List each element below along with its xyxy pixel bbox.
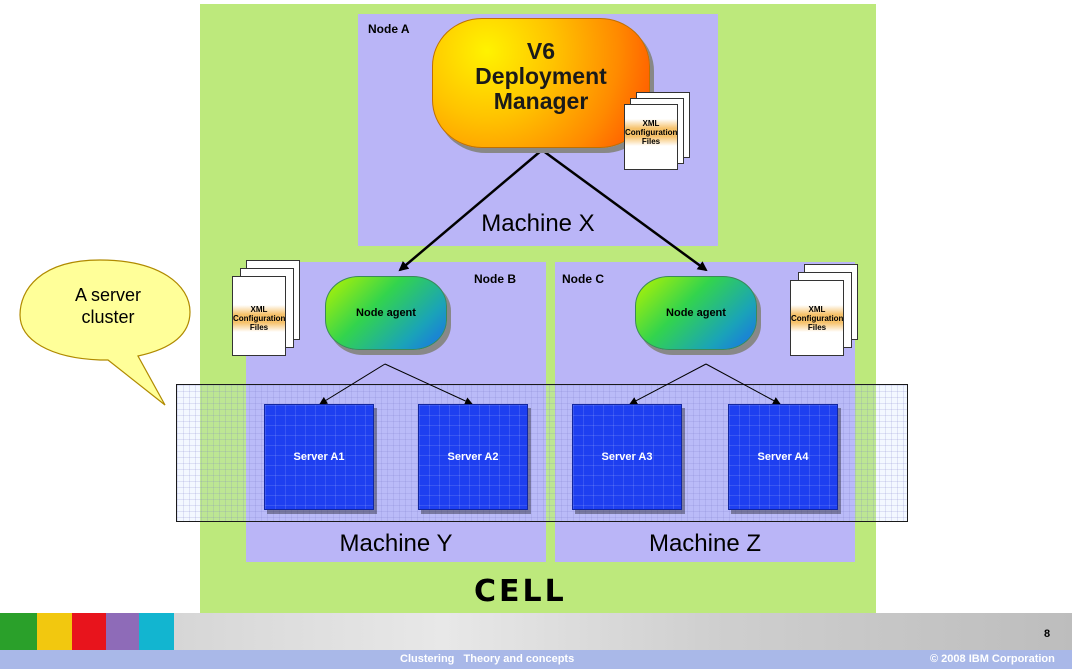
footer-square-purple xyxy=(106,613,139,650)
footer-square-yellow xyxy=(37,613,72,650)
server-a4: Server A4 xyxy=(728,404,838,510)
config-files-label: XML Configuration Files xyxy=(791,305,844,332)
node-c-label: Node C xyxy=(562,272,604,286)
footer-square-red xyxy=(72,613,106,650)
server-a4-label: Server A4 xyxy=(757,451,809,463)
deployment-manager: V6 Deployment Manager xyxy=(432,18,650,148)
doc-sheet: XML Configuration Files xyxy=(624,104,678,170)
dm-to-node-c-arrow xyxy=(541,148,708,272)
footer-bar xyxy=(0,650,1072,669)
node-b-label: Node B xyxy=(474,272,516,286)
node-b-config-files: XML Configuration Files xyxy=(230,260,320,370)
node-a-label: Node A xyxy=(368,22,410,36)
agent-b-to-server-a2-arrow xyxy=(384,363,473,405)
footer-square-green xyxy=(0,613,37,650)
server-a2: Server A2 xyxy=(418,404,528,510)
footer-copyright: © 2008 IBM Corporation xyxy=(930,653,1055,665)
dm-to-node-b-arrow xyxy=(398,149,543,272)
server-a3-label: Server A3 xyxy=(601,451,653,463)
server-a2-label: Server A2 xyxy=(447,451,499,463)
callout-text: A server cluster xyxy=(28,284,188,328)
footer-title: Clustering Theory and concepts xyxy=(400,653,575,665)
agent-b-to-server-a1-arrow xyxy=(319,363,386,405)
config-files-label: XML Configuration Files xyxy=(625,119,678,146)
node-b-agent-label: Node agent xyxy=(356,307,416,319)
config-files-label: XML Configuration Files xyxy=(233,305,286,332)
node-a-config-files: XML Configuration Files xyxy=(620,92,710,188)
server-a1: Server A1 xyxy=(264,404,374,510)
footer-page-number: 8 xyxy=(1044,628,1051,640)
agent-c-to-server-a3-arrow xyxy=(629,363,707,405)
agent-c-to-server-a4-arrow xyxy=(705,363,781,405)
node-c-agent-label: Node agent xyxy=(666,307,726,319)
server-a3: Server A3 xyxy=(572,404,682,510)
dm-line-2: Deployment xyxy=(475,63,607,89)
node-c-config-files: XML Configuration Files xyxy=(788,264,868,364)
dm-line-3: Manager xyxy=(493,88,589,114)
server-a1-label: Server A1 xyxy=(293,451,345,463)
node-c-agent: Node agent xyxy=(635,276,757,350)
machine-y-label: Machine Y xyxy=(339,530,453,557)
cell-label: CELL xyxy=(474,574,567,609)
doc-sheet: XML Configuration Files xyxy=(232,276,286,356)
doc-sheet: XML Configuration Files xyxy=(790,280,844,356)
footer-decorative-strip xyxy=(174,613,1072,650)
server-cluster-callout xyxy=(19,259,191,406)
callout-line-2: cluster xyxy=(81,307,135,327)
node-b-agent: Node agent xyxy=(325,276,447,350)
machine-x-label: Machine X xyxy=(481,210,595,237)
footer-square-cyan xyxy=(139,613,174,650)
dm-line-1: V6 xyxy=(526,38,556,64)
machine-z-label: Machine Z xyxy=(648,530,762,557)
callout-line-1: A server xyxy=(74,285,142,305)
callout-bubble-shape xyxy=(19,259,191,406)
